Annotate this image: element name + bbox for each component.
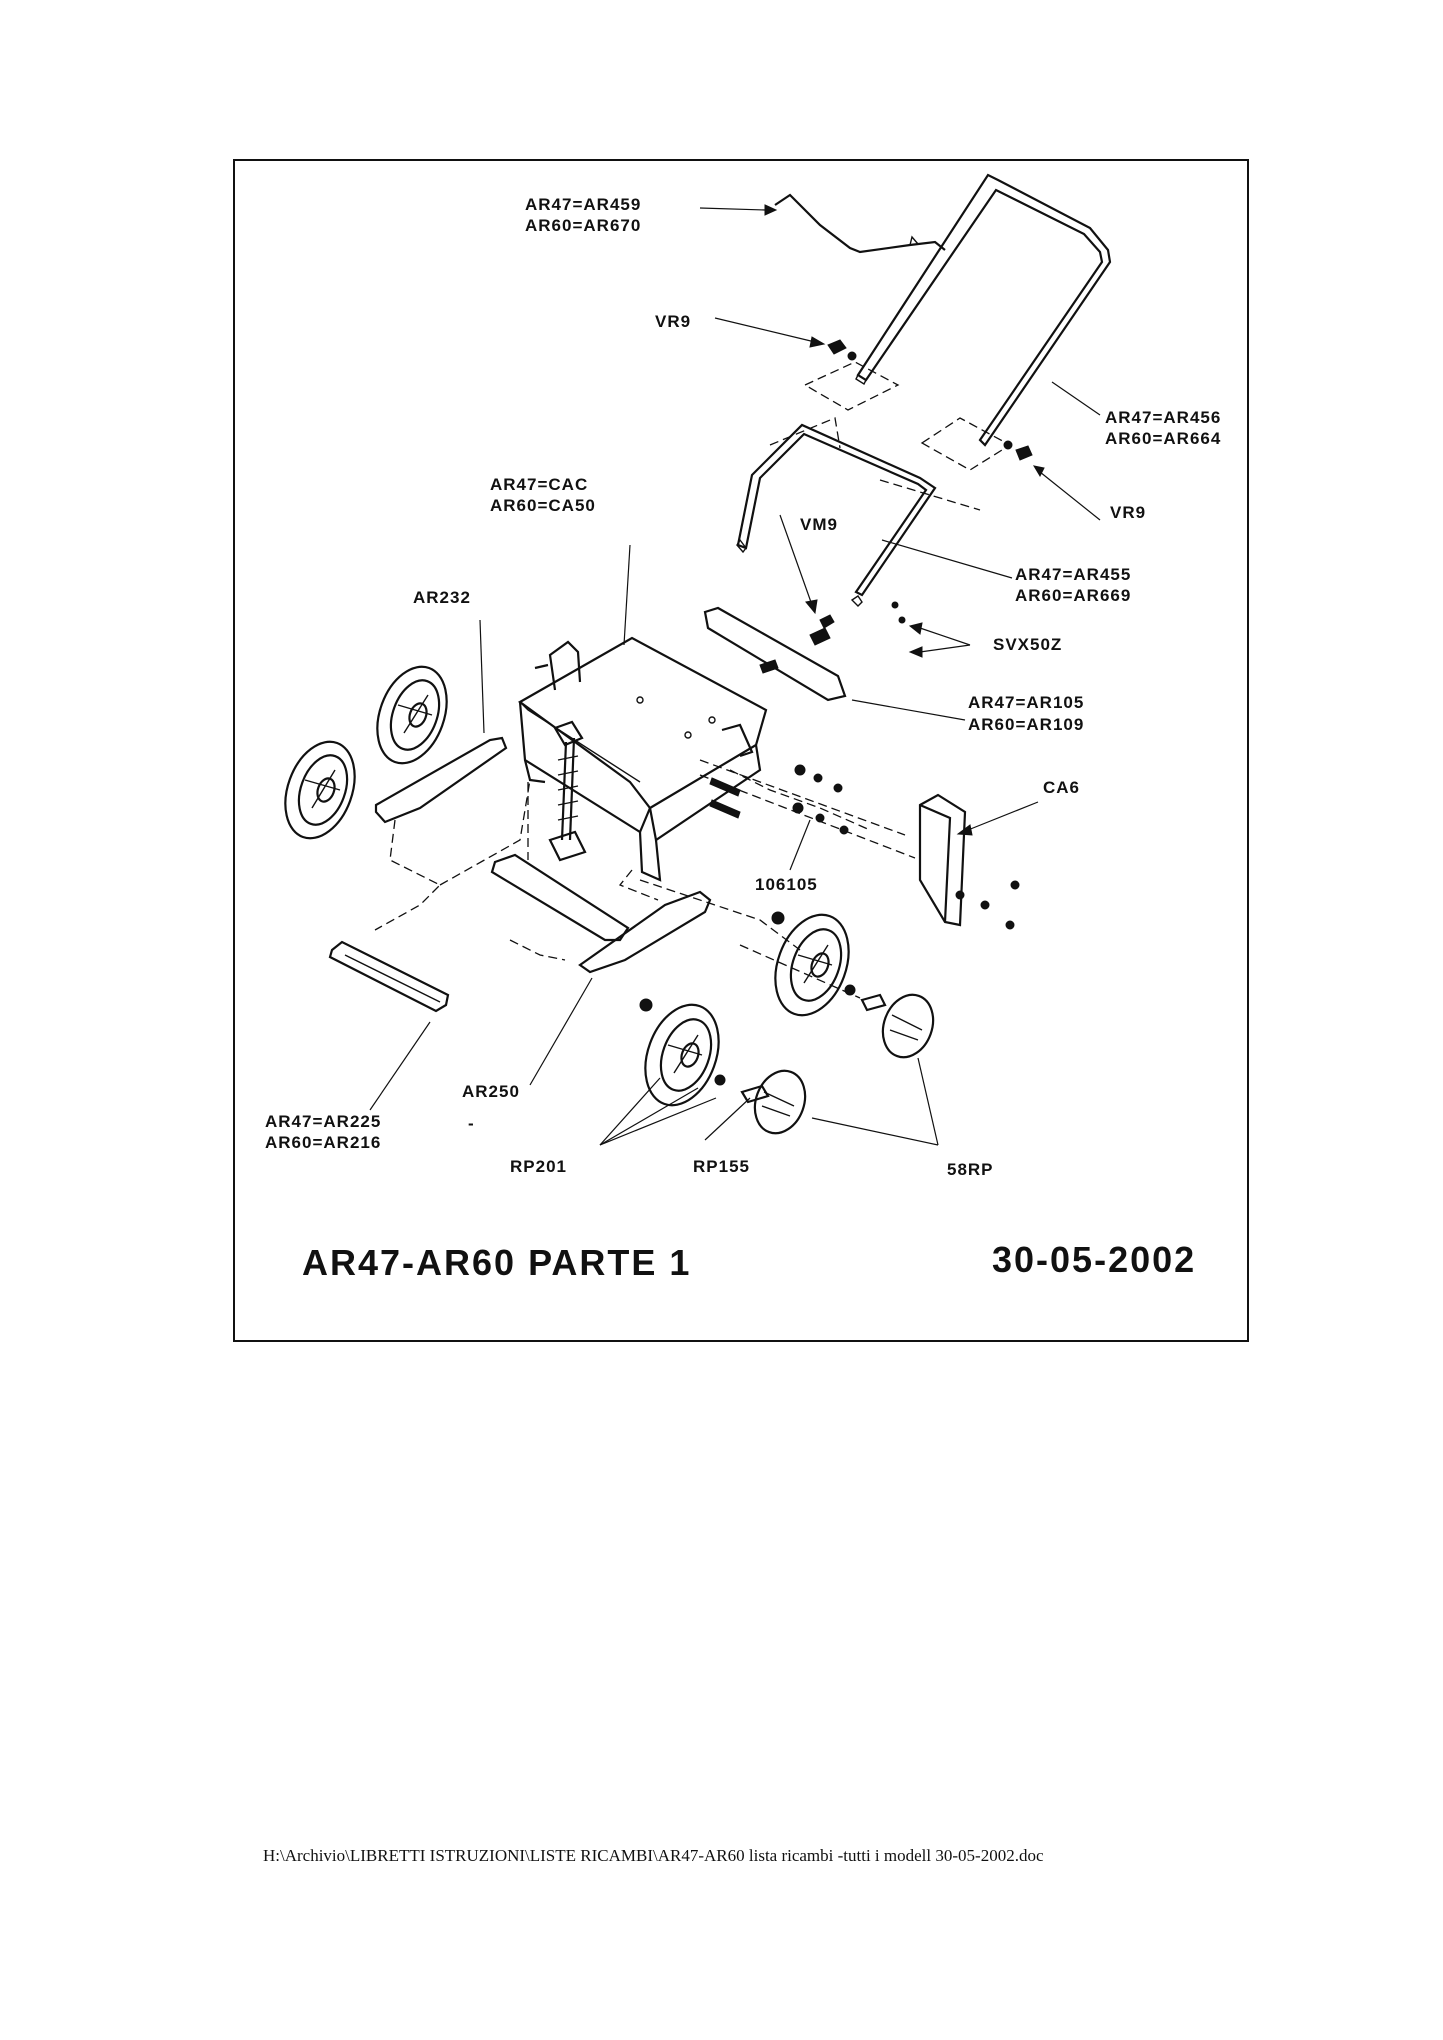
leader-lines bbox=[369, 204, 1101, 1146]
wheel-arm-rear-drawing bbox=[374, 736, 508, 824]
diagram-frame bbox=[233, 159, 1249, 1342]
wheel-rear-left bbox=[284, 740, 356, 840]
diagram-date: 30-05-2002 bbox=[992, 1239, 1196, 1280]
wheel-front-left bbox=[639, 998, 770, 1107]
hub-cap-right bbox=[881, 993, 935, 1059]
label-ar225: AR47=AR225 bbox=[265, 1112, 381, 1131]
rear-cover-drawing bbox=[918, 793, 1020, 930]
label-ar455: AR47=AR455 bbox=[1015, 565, 1131, 584]
height-adjuster-drawing bbox=[548, 720, 587, 862]
label-106105: 106105 bbox=[755, 875, 818, 894]
label-ca6: CA6 bbox=[1043, 778, 1080, 797]
label-ar669: AR60=AR669 bbox=[1015, 586, 1131, 605]
wheel-arm-front-drawing bbox=[578, 890, 712, 974]
chassis-drawing bbox=[517, 636, 768, 882]
label-ar232: AR232 bbox=[413, 588, 471, 607]
label-vr9-right: VR9 bbox=[1110, 503, 1146, 522]
handle-upper-drawing bbox=[855, 173, 1112, 447]
handle-bracket-drawing bbox=[703, 606, 847, 702]
document-file-path: H:\Archivio\LIBRETTI ISTRUZIONI\LISTE RI… bbox=[263, 1846, 1044, 1865]
dashed-area-center bbox=[769, 417, 841, 449]
label-ca50: AR60=CA50 bbox=[490, 496, 596, 515]
label-ar109: AR60=AR109 bbox=[968, 715, 1084, 734]
label-ar670: AR60=AR670 bbox=[525, 216, 641, 235]
label-58rp: 58RP bbox=[947, 1160, 994, 1179]
rear-axle-bar-drawing bbox=[490, 853, 630, 942]
label-ar664: AR60=AR664 bbox=[1105, 429, 1221, 448]
label-rp155: RP155 bbox=[693, 1157, 750, 1176]
label-dash-mark: - bbox=[468, 1114, 475, 1133]
label-vr9-top: VR9 bbox=[655, 312, 691, 331]
fastener-drawing bbox=[759, 339, 1033, 674]
label-ar250: AR250 bbox=[462, 1082, 520, 1101]
label-rp201: RP201 bbox=[510, 1157, 567, 1176]
flat-plate-drawing bbox=[328, 940, 450, 1013]
label-vm9: VM9 bbox=[800, 515, 838, 534]
label-ar459: AR47=AR459 bbox=[525, 195, 641, 214]
wheel-rear-right bbox=[376, 665, 448, 765]
label-ar105: AR47=AR105 bbox=[968, 693, 1084, 712]
hub-cap-left bbox=[753, 1069, 807, 1135]
wheel-front-right bbox=[771, 911, 887, 1017]
dashed-area-right2 bbox=[879, 479, 981, 511]
label-cac: AR47=CAC bbox=[490, 475, 588, 494]
handle-lower-drawing bbox=[736, 423, 937, 607]
label-ar456: AR47=AR456 bbox=[1105, 408, 1221, 427]
diagram-title: AR47-AR60 PARTE 1 bbox=[302, 1242, 691, 1283]
label-svx50z: SVX50Z bbox=[993, 635, 1062, 654]
cable-rod-drawing bbox=[774, 193, 946, 254]
dashed-area-left bbox=[803, 361, 900, 411]
label-ar216: AR60=AR216 bbox=[265, 1133, 381, 1152]
axle-hardware-drawing bbox=[709, 764, 849, 835]
assembly-dash-lines bbox=[374, 759, 916, 999]
